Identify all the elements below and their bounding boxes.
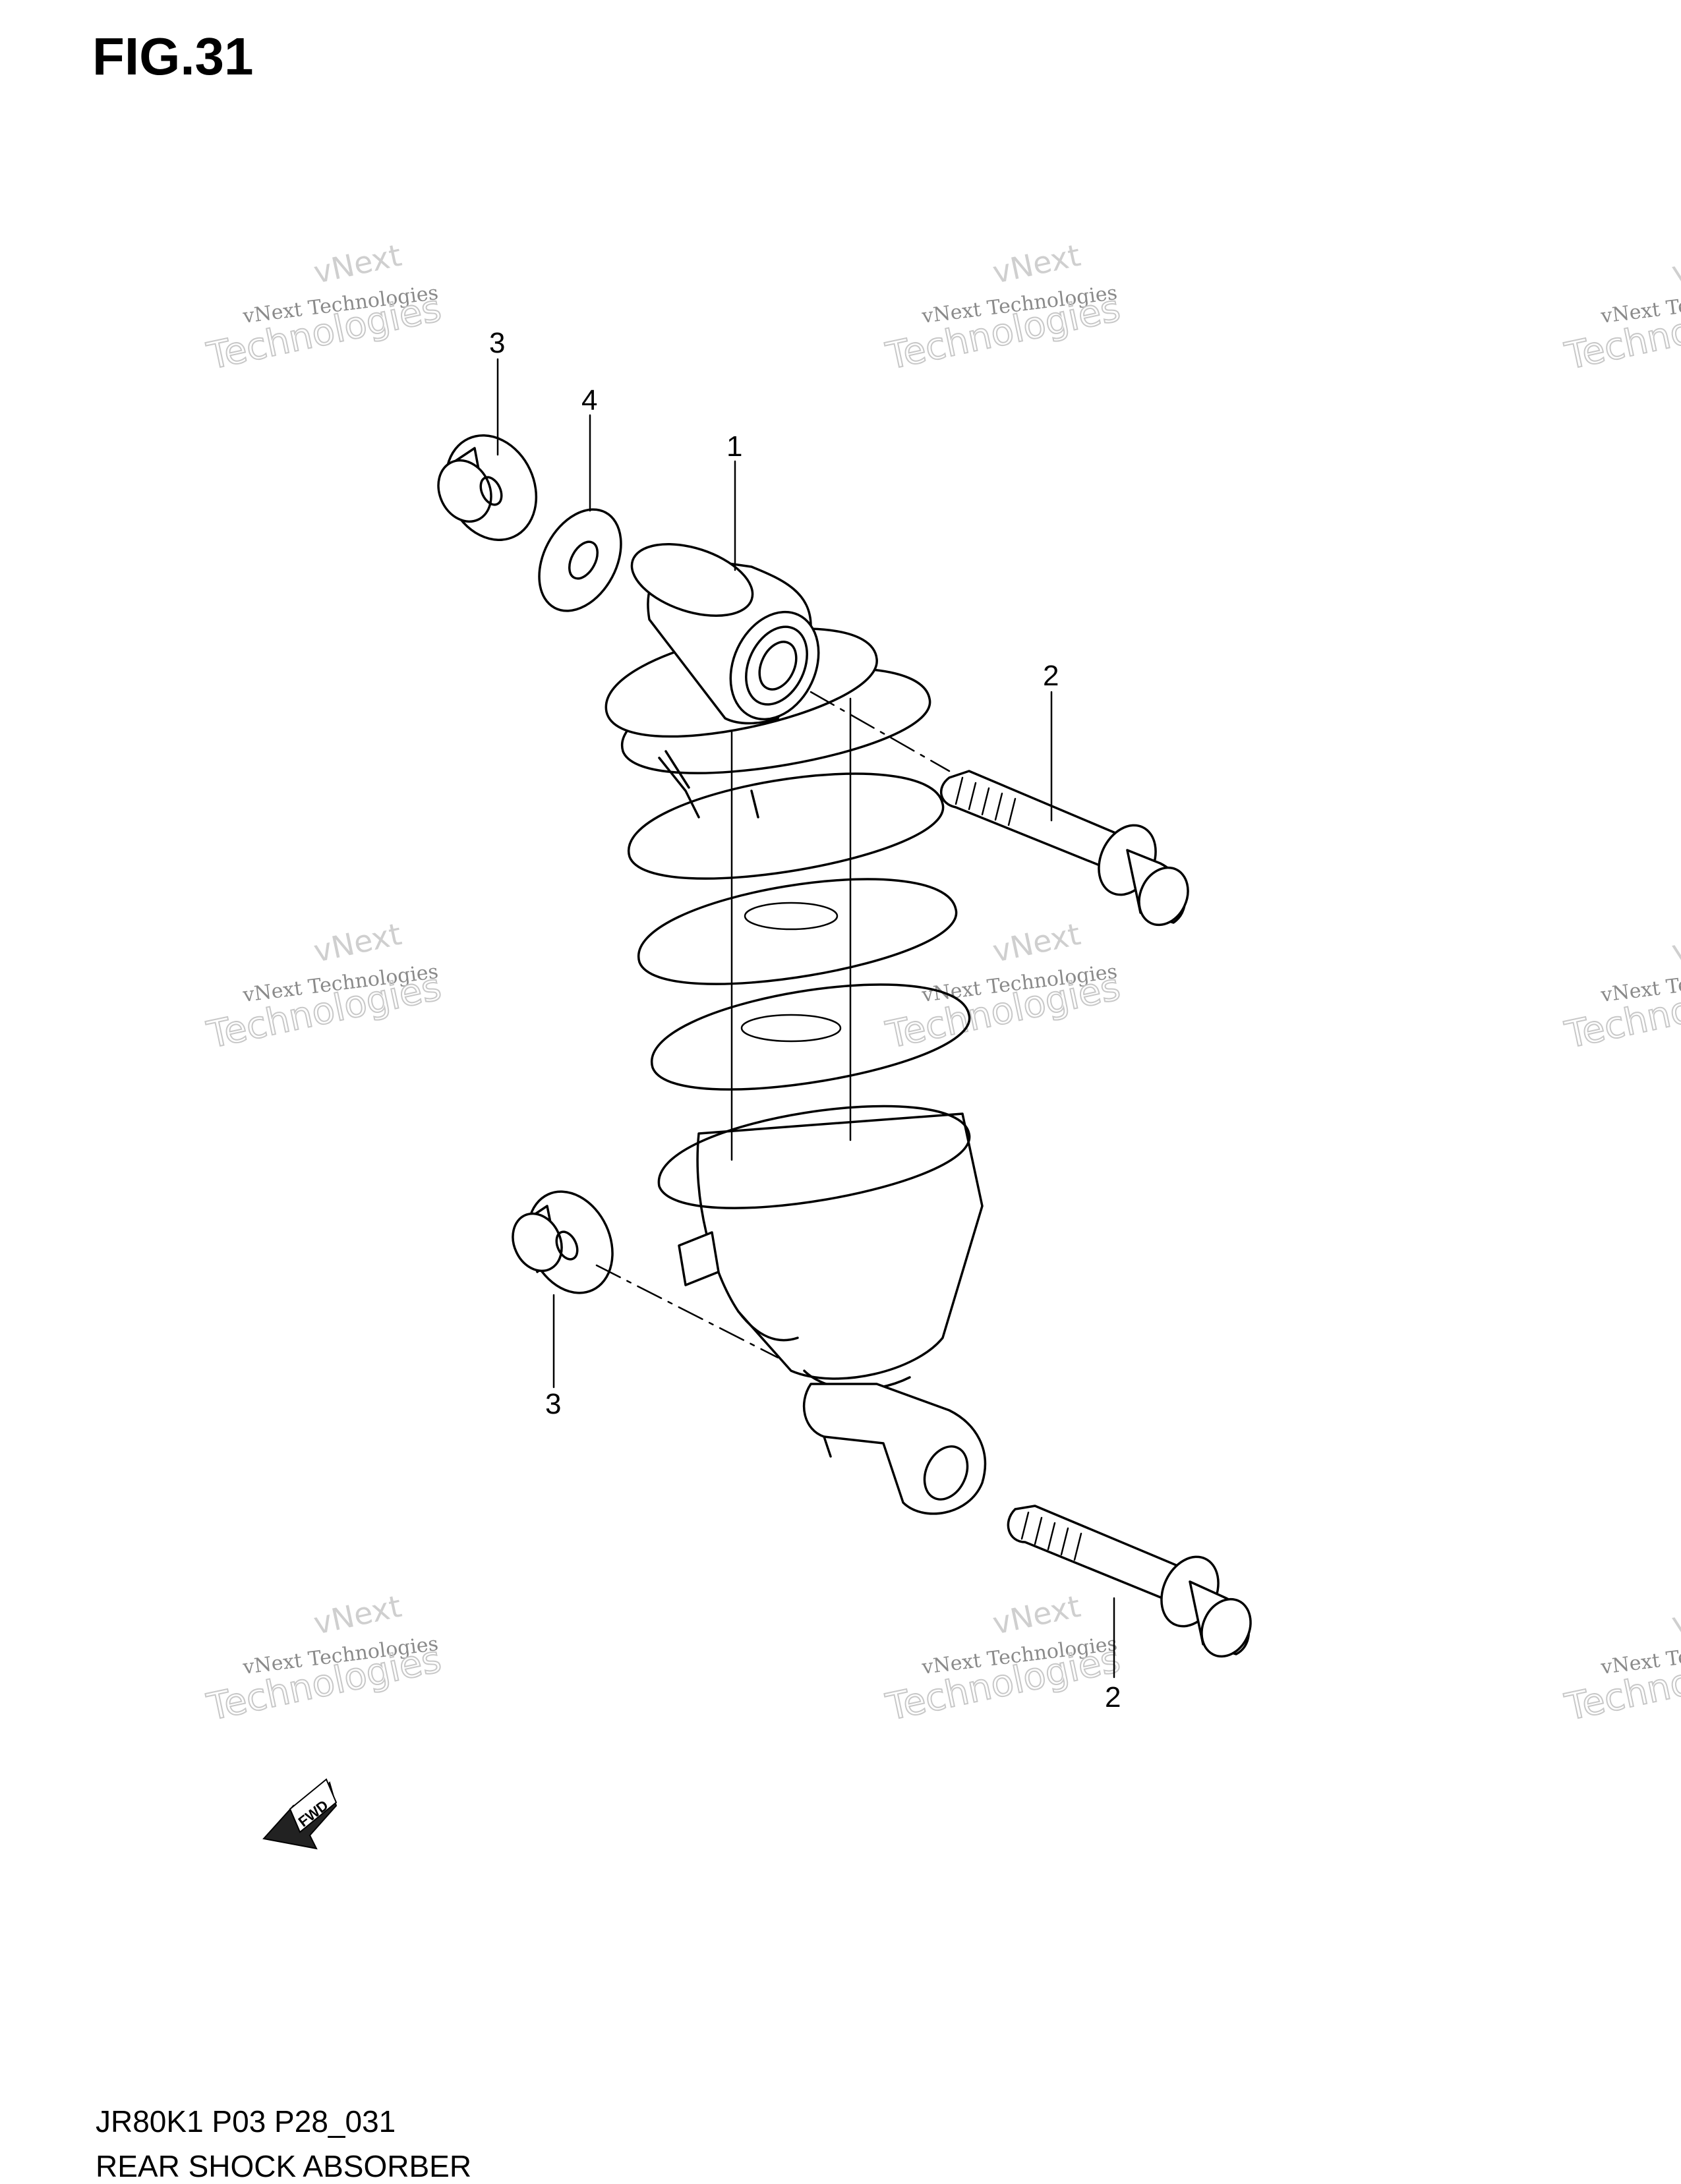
watermark-top: vNext: [989, 1588, 1084, 1642]
callouts: 3 4 1 2 3 2: [489, 327, 1121, 1713]
watermark-top: vNext: [310, 916, 405, 969]
watermark-top: vNext: [989, 237, 1084, 291]
watermark-top: vNext: [310, 1588, 405, 1642]
axis-lines: [595, 691, 951, 1359]
watermark-top: vNext: [1668, 237, 1681, 291]
fwd-arrow-icon: FWD: [262, 1778, 338, 1850]
leader-lines: [496, 358, 1115, 1679]
callout-2-bottom: 2: [1105, 1681, 1121, 1713]
shock-absorber: [605, 542, 987, 1515]
bolt-bottom: [1007, 1505, 1252, 1658]
callout-3-top: 3: [489, 327, 505, 359]
flange-nut-top: [437, 434, 538, 541]
washer: [538, 508, 622, 612]
flange-nut-bottom: [512, 1190, 614, 1294]
watermark-top: vNext: [1668, 916, 1681, 969]
figure-title: FIG.31: [92, 27, 254, 86]
watermark-top: vNext: [1668, 1588, 1681, 1642]
callout-1: 1: [726, 430, 742, 463]
watermark-top: vNext: [989, 916, 1084, 969]
top-eye-bushing: [630, 542, 820, 725]
bolt-top: [939, 770, 1189, 927]
watermark-top: vNext: [310, 237, 405, 291]
callout-3-bottom: 3: [545, 1388, 561, 1420]
figure-name: REAR SHOCK ABSORBER: [96, 2149, 472, 2183]
callout-4: 4: [581, 384, 597, 417]
callout-2-top: 2: [1043, 660, 1059, 692]
figure-code: JR80K1 P03 P28_031: [96, 2104, 396, 2139]
